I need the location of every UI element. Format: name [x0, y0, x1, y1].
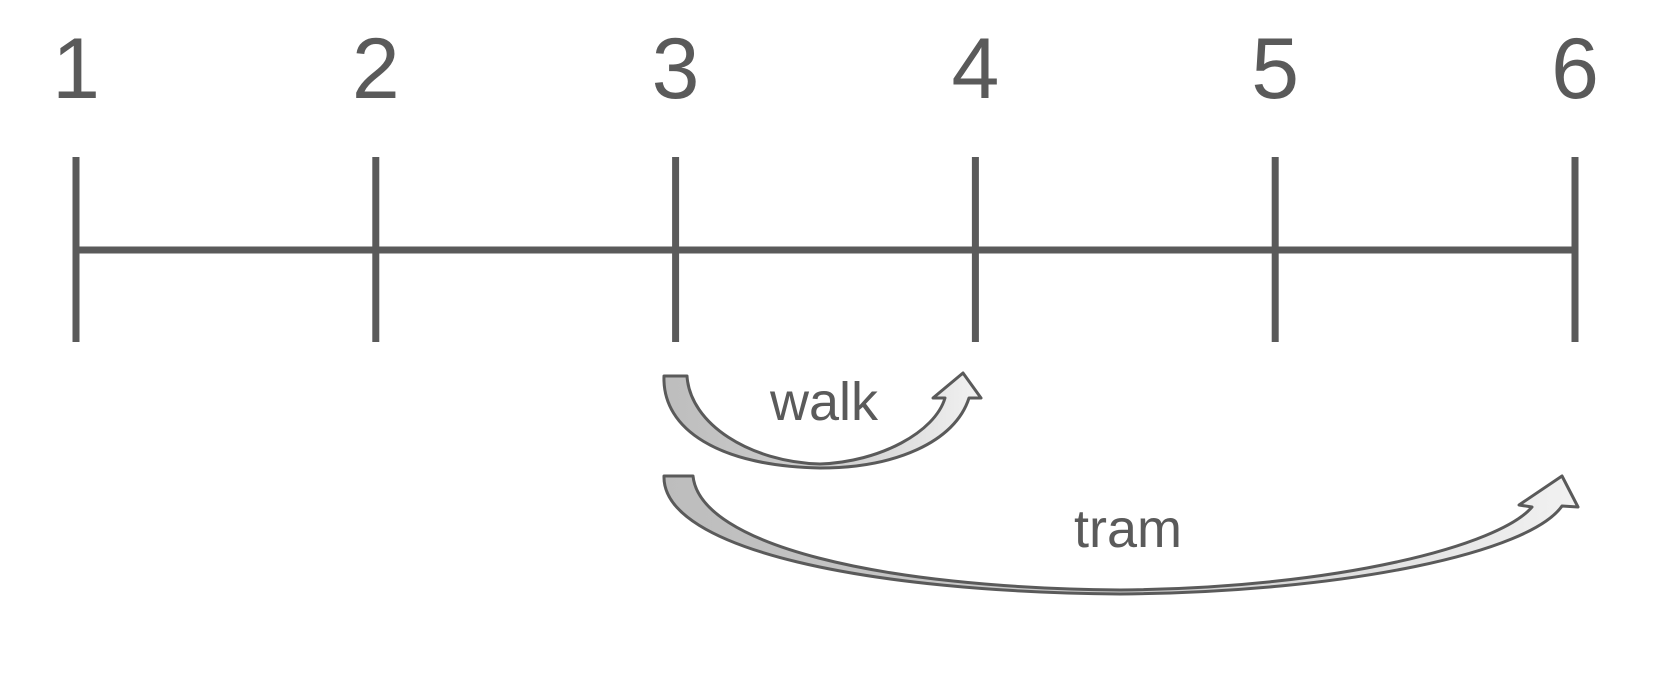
walk-label: walk — [769, 372, 879, 432]
tram-jump-arrow: tram — [662, 474, 1580, 596]
walk-arrow-shape — [662, 371, 983, 470]
tick-label-1: 1 — [52, 21, 100, 117]
tick-labels: 1 2 3 4 5 6 — [52, 21, 1599, 117]
tick-label-3: 3 — [652, 21, 700, 117]
tick-label-4: 4 — [951, 21, 999, 117]
tick-label-6: 6 — [1551, 21, 1599, 117]
walk-jump-arrow: walk — [662, 371, 983, 470]
tick-marks — [72, 157, 1579, 342]
tick-label-2: 2 — [352, 21, 400, 117]
tram-label: tram — [1074, 499, 1182, 559]
tram-arrow-shape — [662, 474, 1580, 596]
tick-label-5: 5 — [1251, 21, 1299, 117]
